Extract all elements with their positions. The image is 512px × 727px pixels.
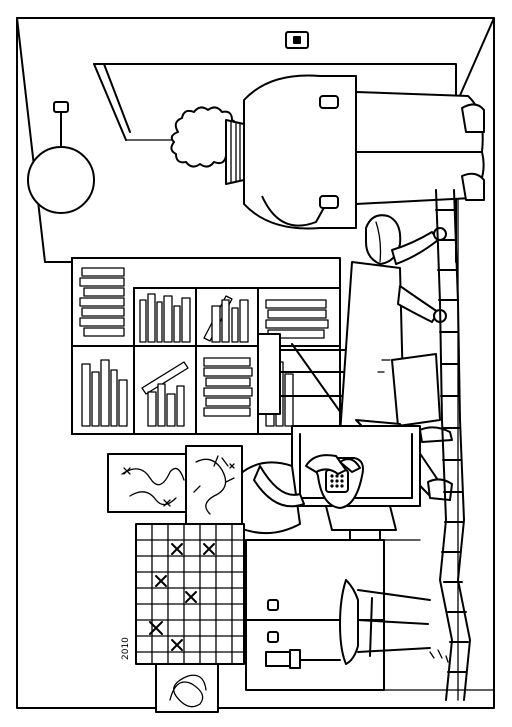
telephone: [305, 454, 364, 509]
floor-lines: [383, 539, 495, 691]
wall-grid-chart: 2010: [121, 523, 245, 665]
bookshelf: [71, 257, 341, 435]
wall-picture-maze: [107, 453, 189, 513]
ladder: [435, 189, 471, 701]
wall-picture-sketch: [185, 445, 243, 525]
wall-picture-knot: [155, 663, 219, 713]
stool-lower: [265, 579, 431, 669]
room-walls: [16, 17, 495, 709]
standing-figure: [170, 74, 485, 230]
cabinet: [245, 539, 385, 691]
grid-label: 2010: [121, 637, 131, 660]
chair-upper: [257, 333, 347, 421]
wall-socket-top: [285, 31, 309, 49]
ceiling-lamp: [27, 101, 95, 214]
